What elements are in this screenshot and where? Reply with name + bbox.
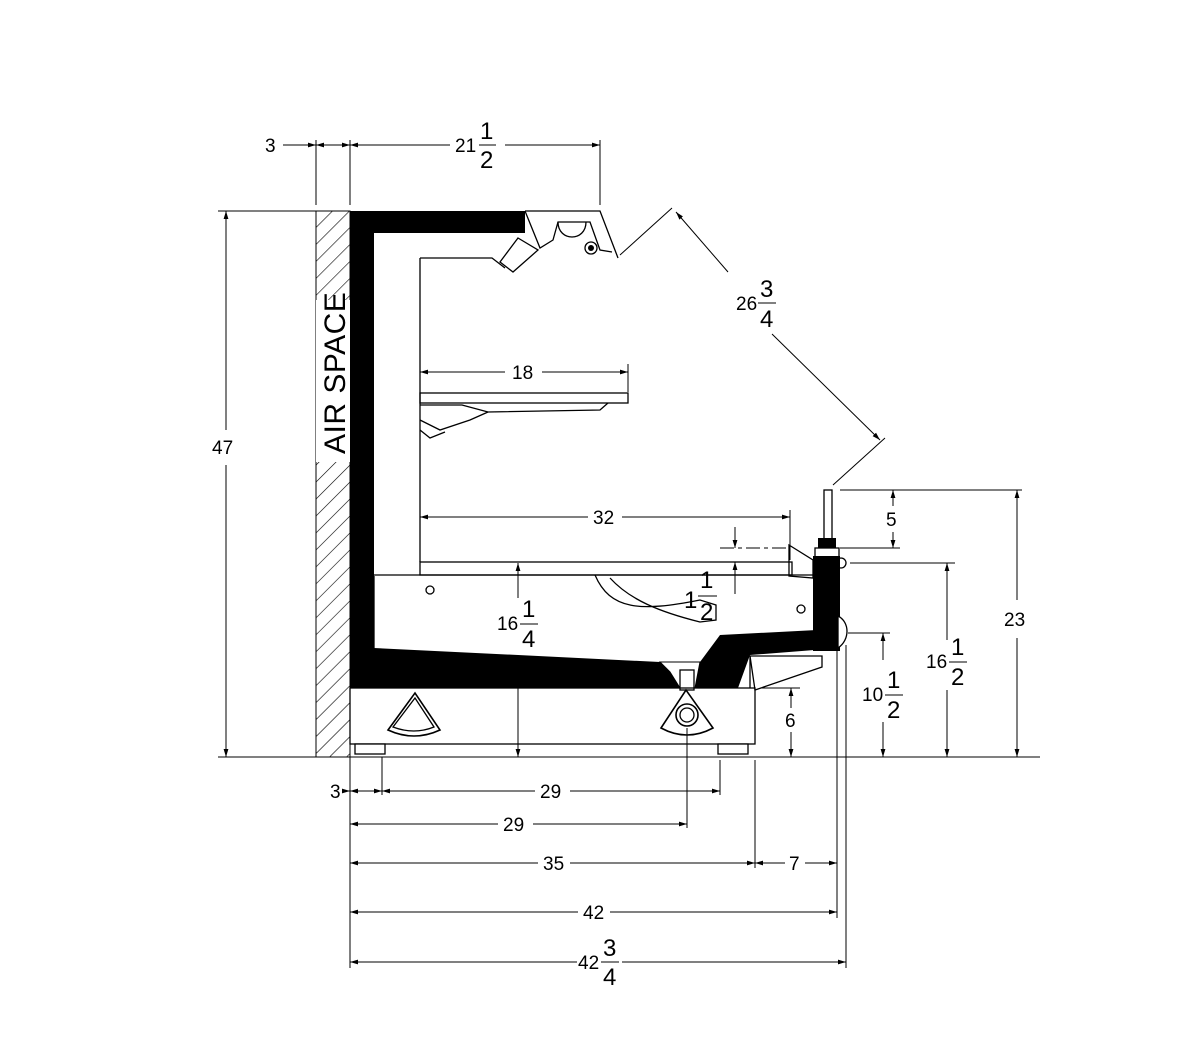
dim-bumper-num: 1	[887, 667, 900, 694]
dim-riser-den: 2	[700, 599, 713, 626]
dim-front-ext: 7	[789, 854, 800, 875]
dim-top-width-whole: 21	[455, 136, 476, 157]
dim-front-mid-whole: 16	[926, 652, 947, 673]
dim-kick: 6	[785, 711, 796, 732]
dim-glass-num: 3	[760, 276, 773, 303]
dim-bumper-den: 2	[887, 697, 900, 724]
upper-shelf	[419, 392, 629, 439]
dim-bumper: 10 1 2	[862, 667, 903, 724]
dim-inner-den: 4	[522, 626, 535, 653]
dim-inner-num: 1	[522, 596, 535, 623]
dim-top-width: 21 1 2	[455, 118, 496, 174]
dim-top-gap: 3	[265, 136, 276, 157]
dim-front-rail: 5	[886, 510, 897, 531]
canopy	[420, 210, 619, 273]
dim-inner-height: 16 1 4	[497, 596, 538, 653]
interior-back-wall	[373, 258, 817, 648]
dim-front-mid-num: 1	[951, 634, 964, 661]
dim-front-mid-den: 2	[951, 664, 964, 691]
dim-depth-42: 42	[583, 903, 604, 924]
dim-shelf-depth: 18	[512, 363, 533, 384]
dim-drain-pos: 29	[503, 815, 524, 836]
dim-depth-total-num: 3	[603, 935, 616, 962]
dim-front-mid: 16 1 2	[926, 634, 967, 691]
dim-bumper-whole: 10	[862, 685, 883, 706]
dim-top-width-num: 1	[480, 118, 493, 145]
dimension-lines	[218, 140, 1040, 968]
air-space-label: AIR SPACE	[319, 292, 352, 454]
dim-glass-whole: 26	[736, 294, 757, 315]
dim-riser-whole: 1	[684, 587, 697, 614]
base	[349, 655, 823, 755]
dimension-labels: 3 21 1 2 26 3 4 47 18 32 1 1 2 16 1 4	[212, 118, 1025, 991]
dim-base-depth: 35	[543, 854, 564, 875]
dim-depth-total-den: 4	[603, 964, 616, 991]
front-rail	[814, 489, 847, 569]
dim-deck-depth: 32	[593, 508, 614, 529]
dim-glass-den: 4	[760, 306, 773, 333]
dim-riser: 1 1 2	[684, 567, 717, 626]
deck-pan	[419, 543, 814, 623]
dim-inner-whole: 16	[497, 614, 518, 635]
dim-front-total: 23	[1004, 610, 1025, 631]
dim-depth-total-whole: 42	[578, 953, 599, 974]
dim-depth-total: 42 3 4	[578, 935, 619, 991]
dim-bottom-gap: 3	[330, 782, 341, 803]
dim-overall-height: 47	[212, 438, 233, 459]
dim-legs-span: 29	[540, 782, 561, 803]
dim-top-width-den: 2	[480, 147, 493, 174]
dim-riser-num: 1	[700, 567, 713, 594]
case-body	[350, 211, 848, 689]
air-space-wall: AIR SPACE	[315, 210, 352, 758]
dim-glass: 26 3 4	[736, 276, 776, 333]
